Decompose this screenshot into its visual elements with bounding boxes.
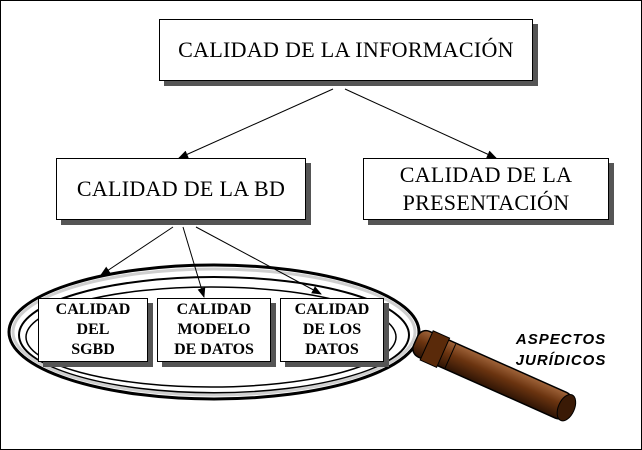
calidad-bd-box: CALIDAD DE LA BD — [56, 158, 306, 220]
calidad-datos-label: CALIDAD DE LOS DATOS — [294, 301, 370, 358]
calidad-presentacion-box: CALIDAD DE LA PRESENTACIÓN — [363, 158, 609, 220]
aspectos-juridicos-label: ASPECTOS JURÍDICOS — [515, 331, 607, 369]
calidad-datos-box: CALIDAD DE LOS DATOS — [280, 298, 384, 362]
magnifier-handle — [412, 329, 577, 422]
calidad-informacion-label: CALIDAD DE LA INFORMACIÓN — [178, 37, 514, 62]
calidad-sgbd-label: CALIDAD DEL SGBD — [55, 301, 131, 358]
calidad-modelo-datos-label: CALIDAD MODELO DE DATOS — [174, 301, 254, 358]
calidad-presentacion-label: CALIDAD DE LA PRESENTACIÓN — [399, 162, 573, 215]
magnifying-glass-icon — [7, 263, 577, 422]
calidad-bd-label: CALIDAD DE LA BD — [76, 176, 286, 201]
calidad-modelo-datos-box: CALIDAD MODELO DE DATOS — [157, 298, 271, 362]
calidad-informacion-box: CALIDAD DE LA INFORMACIÓN — [159, 19, 533, 81]
connector-arrows — [100, 88, 497, 298]
calidad-sgbd-box: CALIDAD DEL SGBD — [38, 298, 148, 362]
